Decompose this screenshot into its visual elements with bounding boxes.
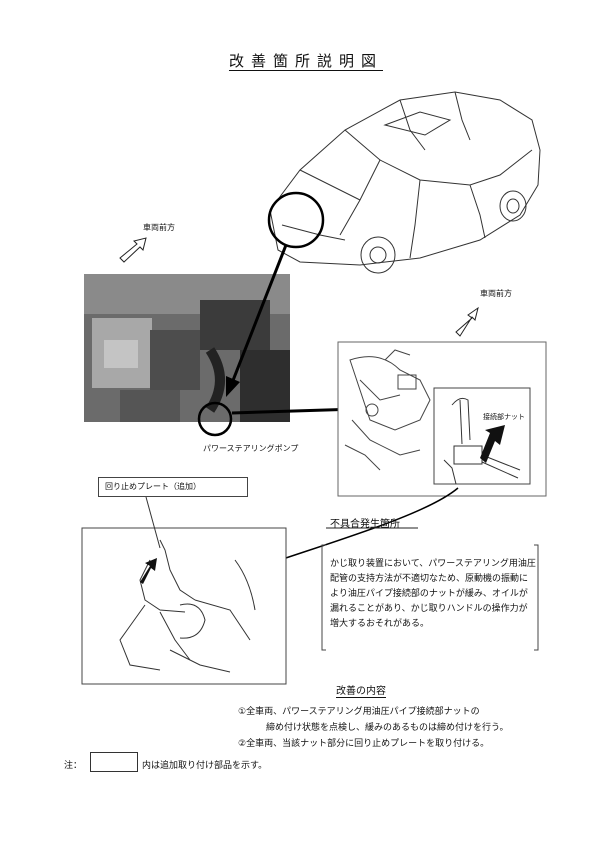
rotation-arrow [140,558,157,584]
nut-label: 接続部ナット [483,413,525,421]
improvement-heading: 改善の内容 [336,686,386,697]
page-title: 改善箇所説明図 [228,52,383,70]
front-arrow-right [455,306,479,337]
note-text: 内は追加取り付け部品を示す。 [142,761,268,771]
arrow-car-to-photo [230,244,288,384]
plate-frame [81,527,287,685]
front-label-right: 車両前方 [480,289,512,298]
arrow-photo-to-detail [231,407,359,415]
highlight-circle-car [267,191,325,249]
nut-assembly-drawing [344,349,431,471]
improvement-item-1-line-2: 締め付け状態を点検し、緩みのあるものは締め付けを行う。 [266,723,509,733]
description-bracket [321,544,539,651]
plate-drawing [119,539,256,673]
nut-pointer-arrow [480,425,505,463]
car-illustration [269,91,541,266]
plate-label-box: 回り止めプレート（追加） [98,477,248,497]
pump-label: パワーステアリングポンプ [203,444,299,453]
note-sample-box [90,752,138,772]
improvement-item-2: ②全車両、当該ナット部分に回り止めプレートを取り付ける。 [238,739,490,749]
improvement-item-1-line-1: ①全車両、パワーステアリング用油圧パイプ接続部ナットの [238,707,480,717]
note-prefix: 注： [64,761,83,771]
inset-drawing [443,397,521,485]
car-wheels [360,190,527,274]
engine-photo [84,274,290,422]
plate-label: 回り止めプレート（追加） [105,482,201,491]
improvement-list: ①全車両、パワーステアリング用油圧パイプ接続部ナットの 締め付け状態を点検し、緩… [238,704,568,752]
front-label-left: 車両前方 [143,223,175,232]
front-arrow-left [119,237,147,263]
plate-label-leader [145,496,161,549]
defect-description: かじ取り装置において、パワーステアリング用油圧配管の支持方法が不適切なため、原動… [330,559,536,629]
detail-inset [433,387,531,485]
highlight-circle-pump [197,401,233,437]
defect-heading: 不具合発生箇所 [330,519,400,530]
